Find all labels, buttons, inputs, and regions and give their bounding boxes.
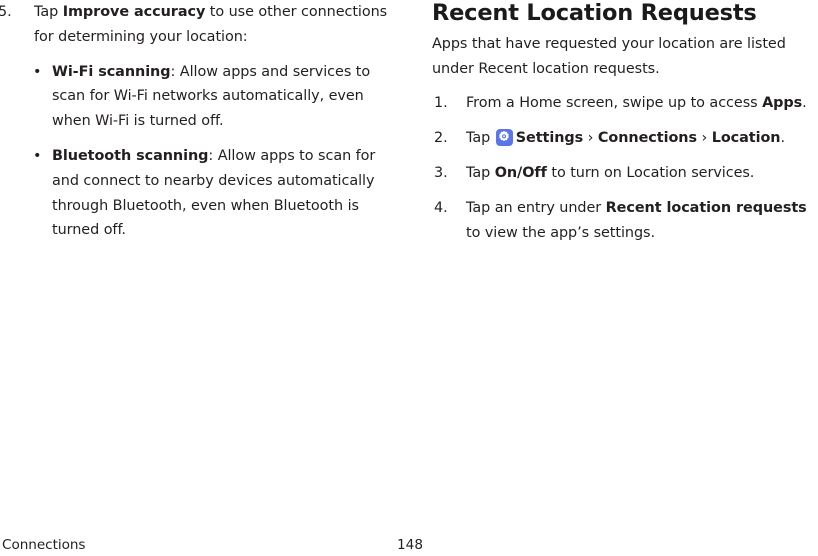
- step-bold-term: Apps: [762, 95, 803, 112]
- step-bold-term: Improve accuracy: [62, 4, 206, 20]
- section-heading: Recent Location Requests: [432, 0, 757, 26]
- left-column: 5. Tap Improve accuracy to use other con…: [0, 0, 400, 243]
- step-separator-2: ›: [696, 130, 712, 147]
- step-text-after-bold: to use other connections for determining…: [34, 4, 388, 45]
- page-footer: Connections 148: [0, 536, 818, 556]
- step-bold-term-connections: Connections: [597, 130, 697, 147]
- step-text-before-bold: Tap: [466, 165, 495, 182]
- step-number: 3.: [434, 165, 448, 182]
- list-item-step-2: 2. Tap Settings › Connections › Location…: [432, 126, 818, 151]
- step-number: 4.: [434, 200, 448, 217]
- step-separator-1: ›: [583, 130, 598, 147]
- bullet-marker-icon: •: [33, 63, 42, 80]
- list-item-step-4: 4. Tap an entry under Recent location re…: [432, 196, 818, 245]
- list-item-bluetooth-scanning: • Bluetooth scanning: Allow apps to scan…: [0, 144, 400, 242]
- bullet-body: : Allow apps to scan for and connect to …: [52, 148, 376, 239]
- step-number: 1.: [434, 95, 448, 112]
- right-ordered-list: 1. From a Home screen, swipe up to acces…: [432, 91, 818, 245]
- bullet-bold-term: Wi-Fi scanning: [52, 63, 171, 80]
- list-item-step-3: 3. Tap On/Off to turn on Location servic…: [432, 161, 818, 186]
- step-text: Tap Settings › Connections › Location.: [466, 128, 785, 147]
- bullet-marker-icon: •: [33, 148, 42, 165]
- left-ordered-list: 5. Tap Improve accuracy to use other con…: [0, 0, 400, 49]
- footer-page-number: 148: [397, 537, 423, 553]
- list-item-wifi-scanning: • Wi-Fi scanning: Allow apps and service…: [0, 60, 400, 134]
- footer-chapter-label: Connections: [2, 537, 86, 553]
- step-text: Tap Improve accuracy to use other connec…: [34, 4, 387, 45]
- step-text-before-bold: Tap: [34, 4, 63, 20]
- section-intro-paragraph: Apps that have requested your location a…: [432, 36, 786, 77]
- step-text: From a Home screen, swipe up to access A…: [466, 95, 807, 111]
- step-text-before-bold: Tap: [466, 130, 495, 147]
- step-bold-term-settings: Settings: [515, 130, 584, 147]
- list-item-step-1: 1. From a Home screen, swipe up to acces…: [432, 91, 818, 116]
- bullet-body: : Allow apps and services to scan for Wi…: [52, 63, 371, 129]
- list-item-step-5: 5. Tap Improve accuracy to use other con…: [0, 0, 400, 49]
- bullet-text: Wi-Fi scanning: Allow apps and services …: [52, 64, 370, 129]
- right-column: Recent Location Requests Apps that have …: [432, 0, 818, 256]
- step-text-before-bold: Tap an entry under: [466, 200, 606, 217]
- step-bold-term: On/Off: [494, 165, 547, 182]
- bullet-text: Bluetooth scanning: Allow apps to scan f…: [52, 148, 375, 238]
- bullet-bold-term: Bluetooth scanning: [52, 148, 209, 165]
- step-bold-term: Recent location requests: [605, 200, 807, 217]
- step-text-before-bold: From a Home screen, swipe up to access: [466, 95, 763, 112]
- step-text-after-bold: to view the app’s settings.: [466, 225, 655, 242]
- step-number: 5.: [0, 4, 12, 20]
- step-text: Tap On/Off to turn on Location services.: [466, 165, 754, 181]
- step-text-after-bold: to turn on Location services.: [546, 165, 755, 182]
- step-text-after-bold: .: [780, 130, 785, 147]
- step-text-after-bold: .: [802, 95, 807, 112]
- step-text: Tap an entry under Recent location reque…: [466, 200, 807, 241]
- settings-gear-icon: [495, 128, 513, 146]
- step-number: 2.: [434, 130, 448, 147]
- step-bold-term-location: Location: [711, 130, 781, 147]
- left-bullet-list: • Wi-Fi scanning: Allow apps and service…: [0, 60, 400, 243]
